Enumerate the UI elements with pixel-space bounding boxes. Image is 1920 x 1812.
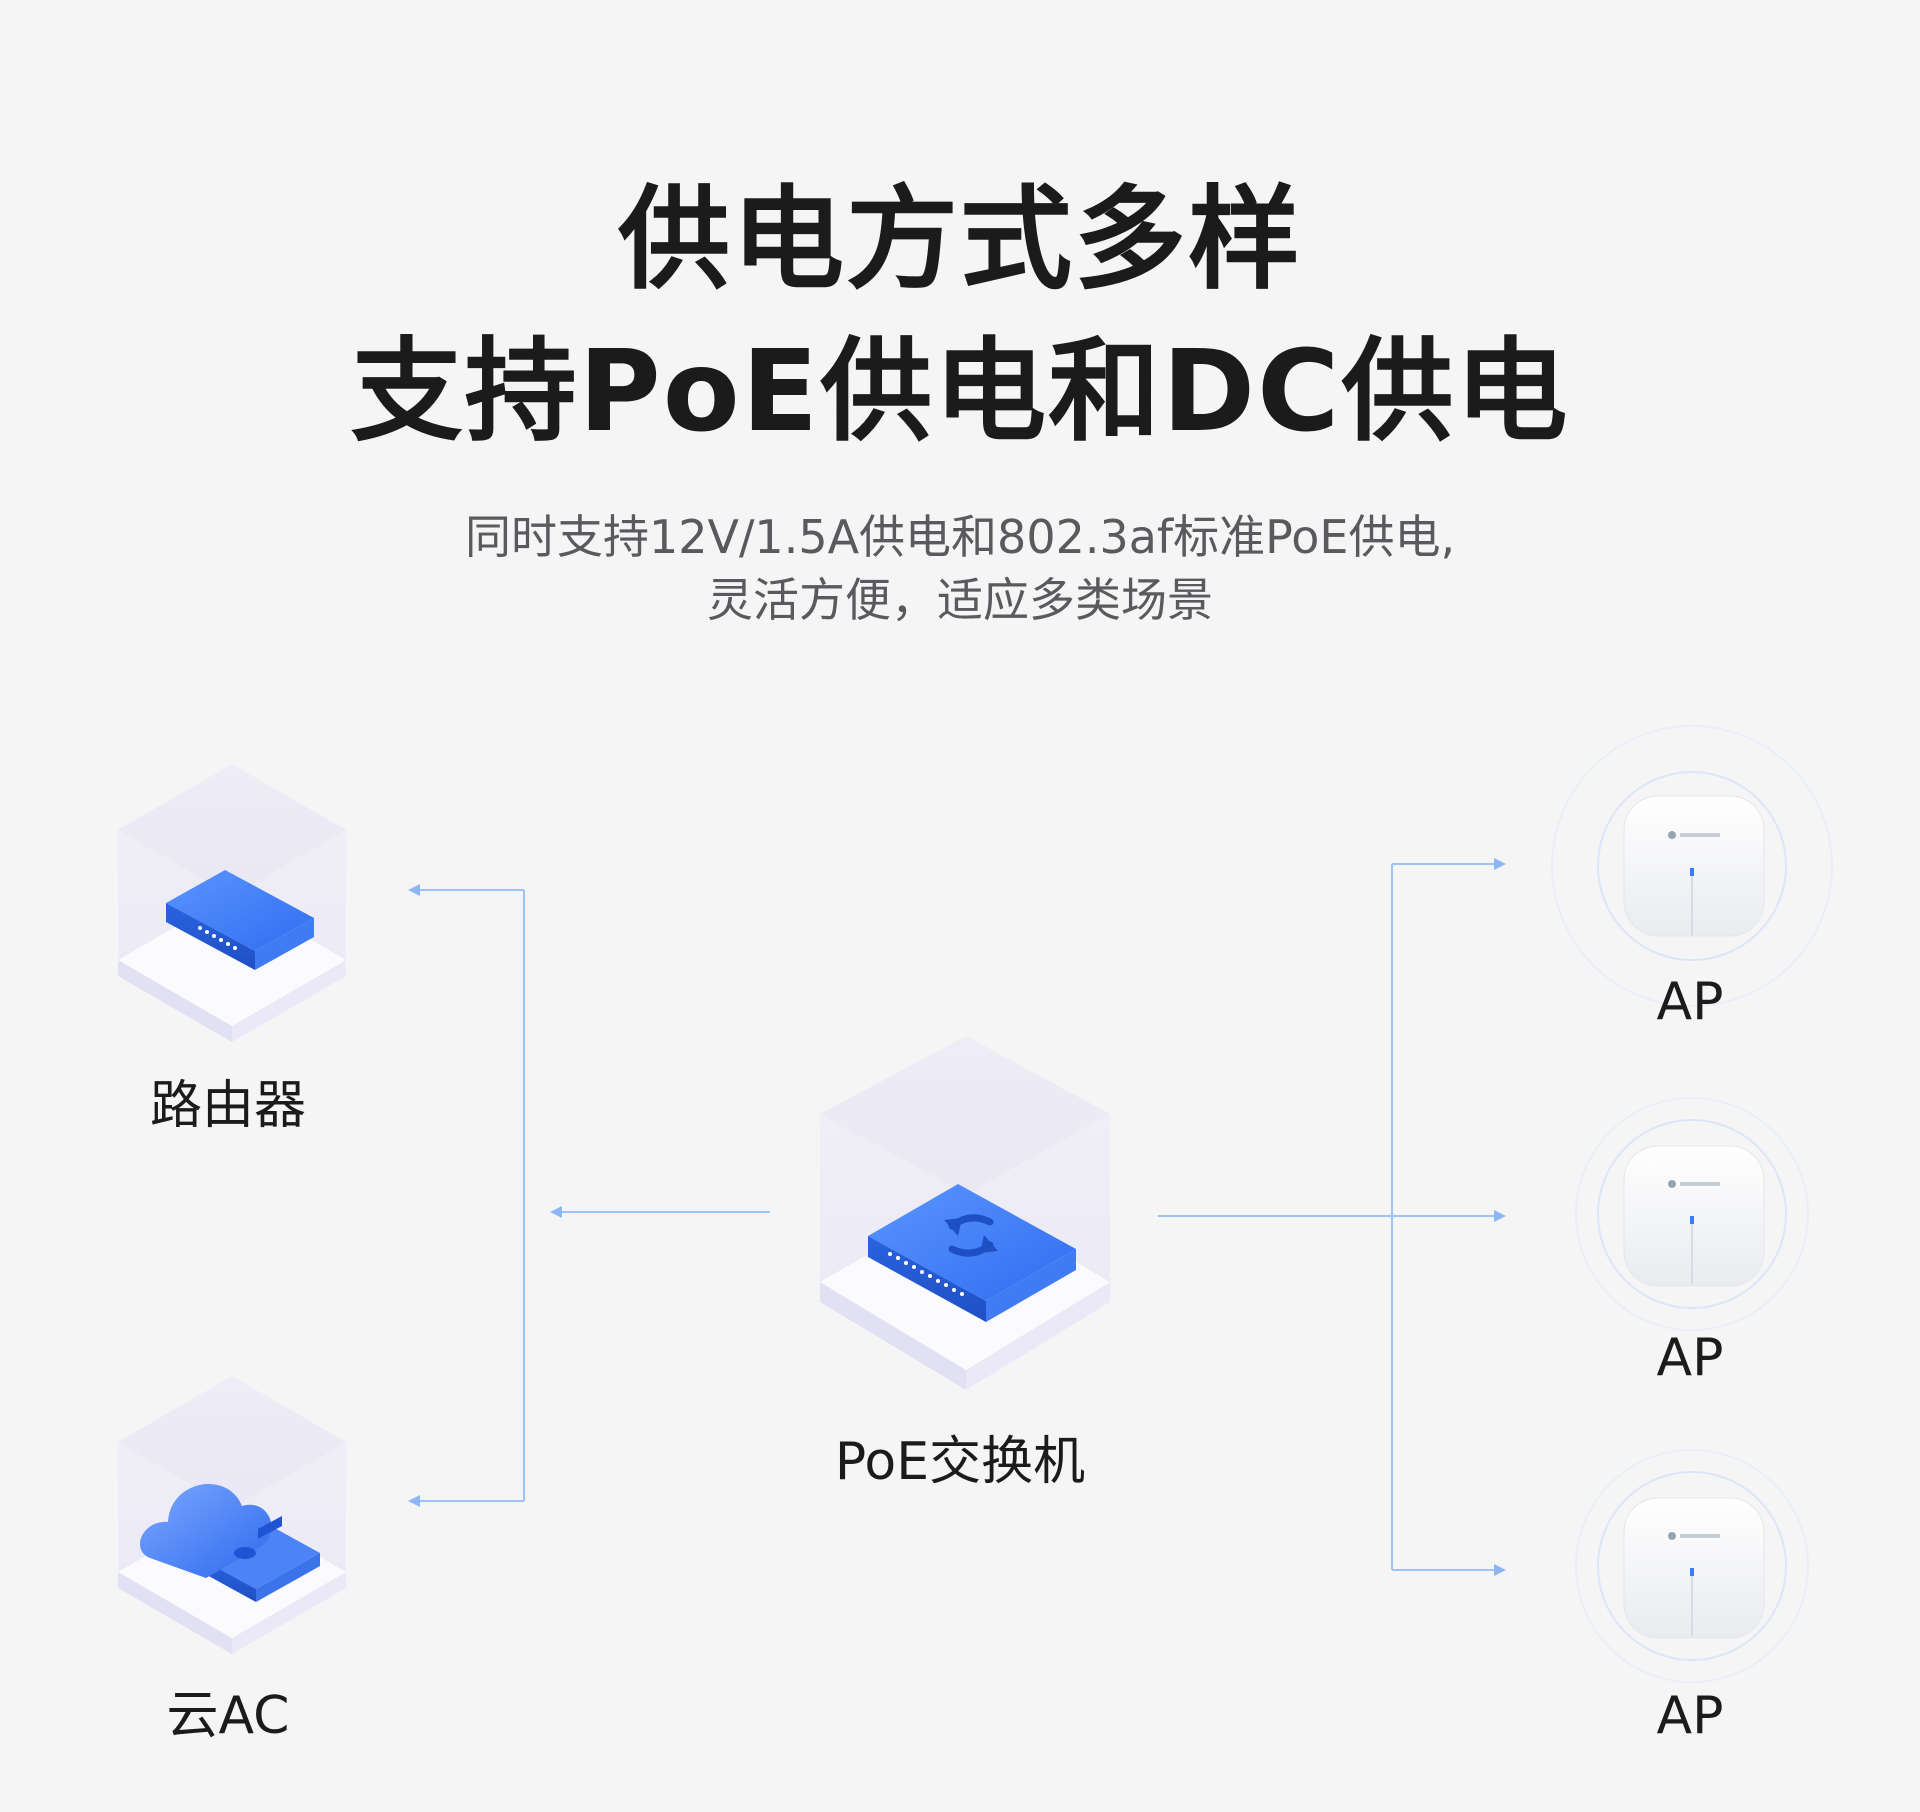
description-line-1: 同时支持12V/1.5A供电和802.3af标准PoE供电, <box>464 510 1456 564</box>
connection-lines <box>410 863 1504 1571</box>
router-icon <box>166 870 314 970</box>
router-label: 路由器 <box>149 1076 306 1136</box>
ap-top-label: AP <box>1656 972 1724 1032</box>
cloud-ac-label: 云AC <box>166 1686 290 1746</box>
ap-middle-label: AP <box>1656 1328 1724 1388</box>
arrowheads <box>408 858 1506 1576</box>
description-line-2: 灵活方便，适应多类场景 <box>707 573 1213 627</box>
headline-line-2: 支持PoE供电和DC供电 <box>350 327 1570 457</box>
headline-line-1: 供电方式多样 <box>618 175 1302 305</box>
ap-top-icon <box>1551 725 1833 1007</box>
ap-middle-icon <box>1575 1097 1809 1331</box>
ap-bottom-icon <box>1575 1449 1809 1683</box>
ap-bottom-label: AP <box>1656 1686 1724 1746</box>
cloud-ac-icon <box>139 1483 320 1602</box>
poe-switch-icon <box>868 1184 1076 1322</box>
poe-switch-label: PoE交换机 <box>834 1432 1086 1492</box>
